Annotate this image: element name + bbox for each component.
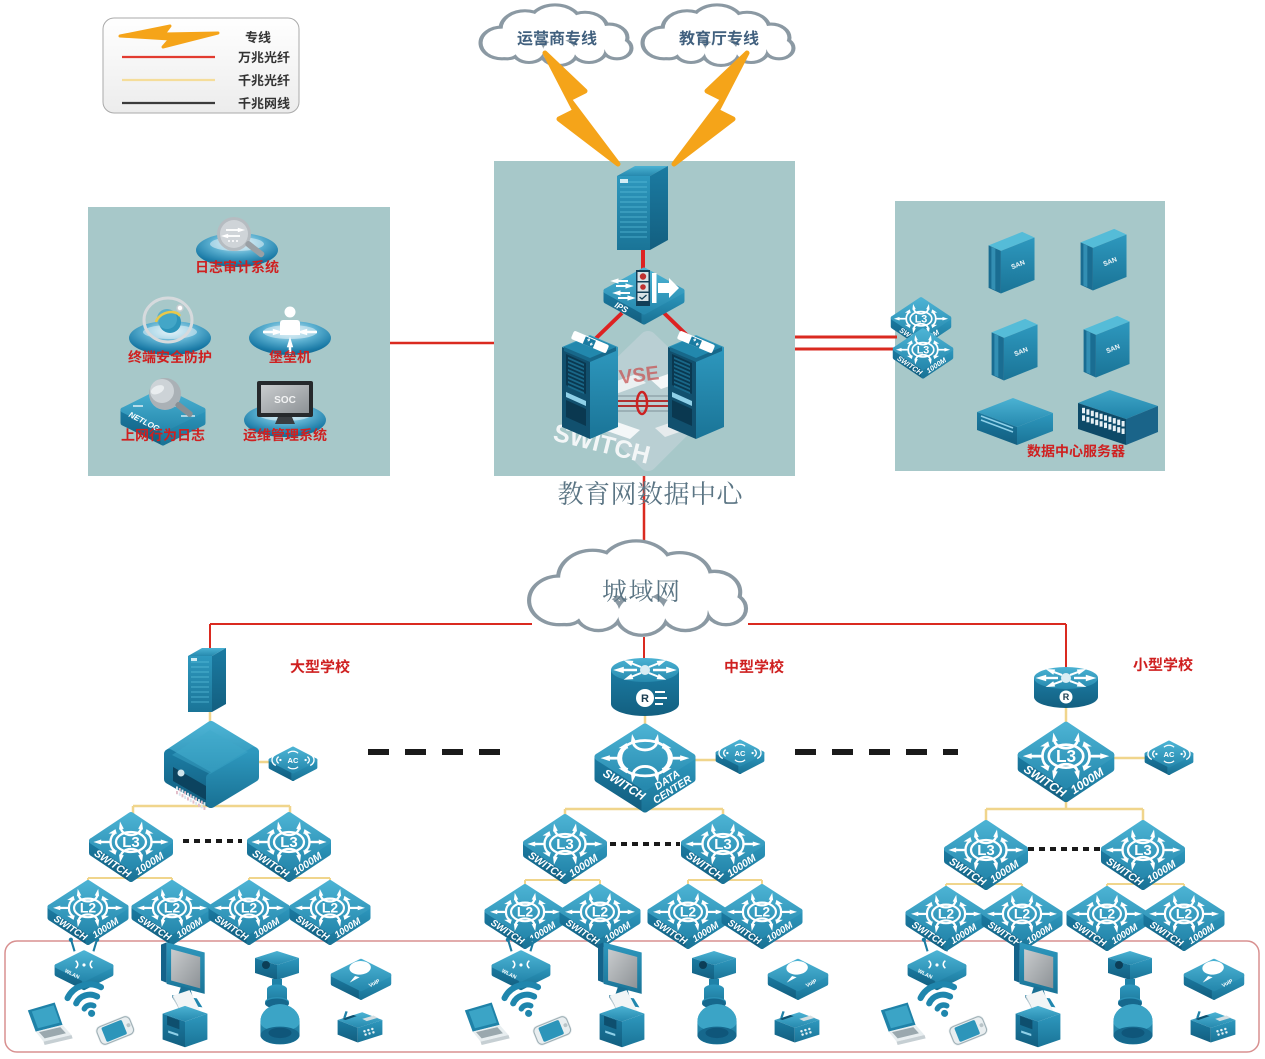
svg-text:L3: L3 bbox=[1056, 746, 1076, 766]
svg-text:L3: L3 bbox=[917, 344, 930, 356]
svg-text:SOC: SOC bbox=[274, 395, 296, 406]
svg-text:L3: L3 bbox=[915, 313, 928, 325]
svg-text:VSE: VSE bbox=[618, 362, 660, 389]
